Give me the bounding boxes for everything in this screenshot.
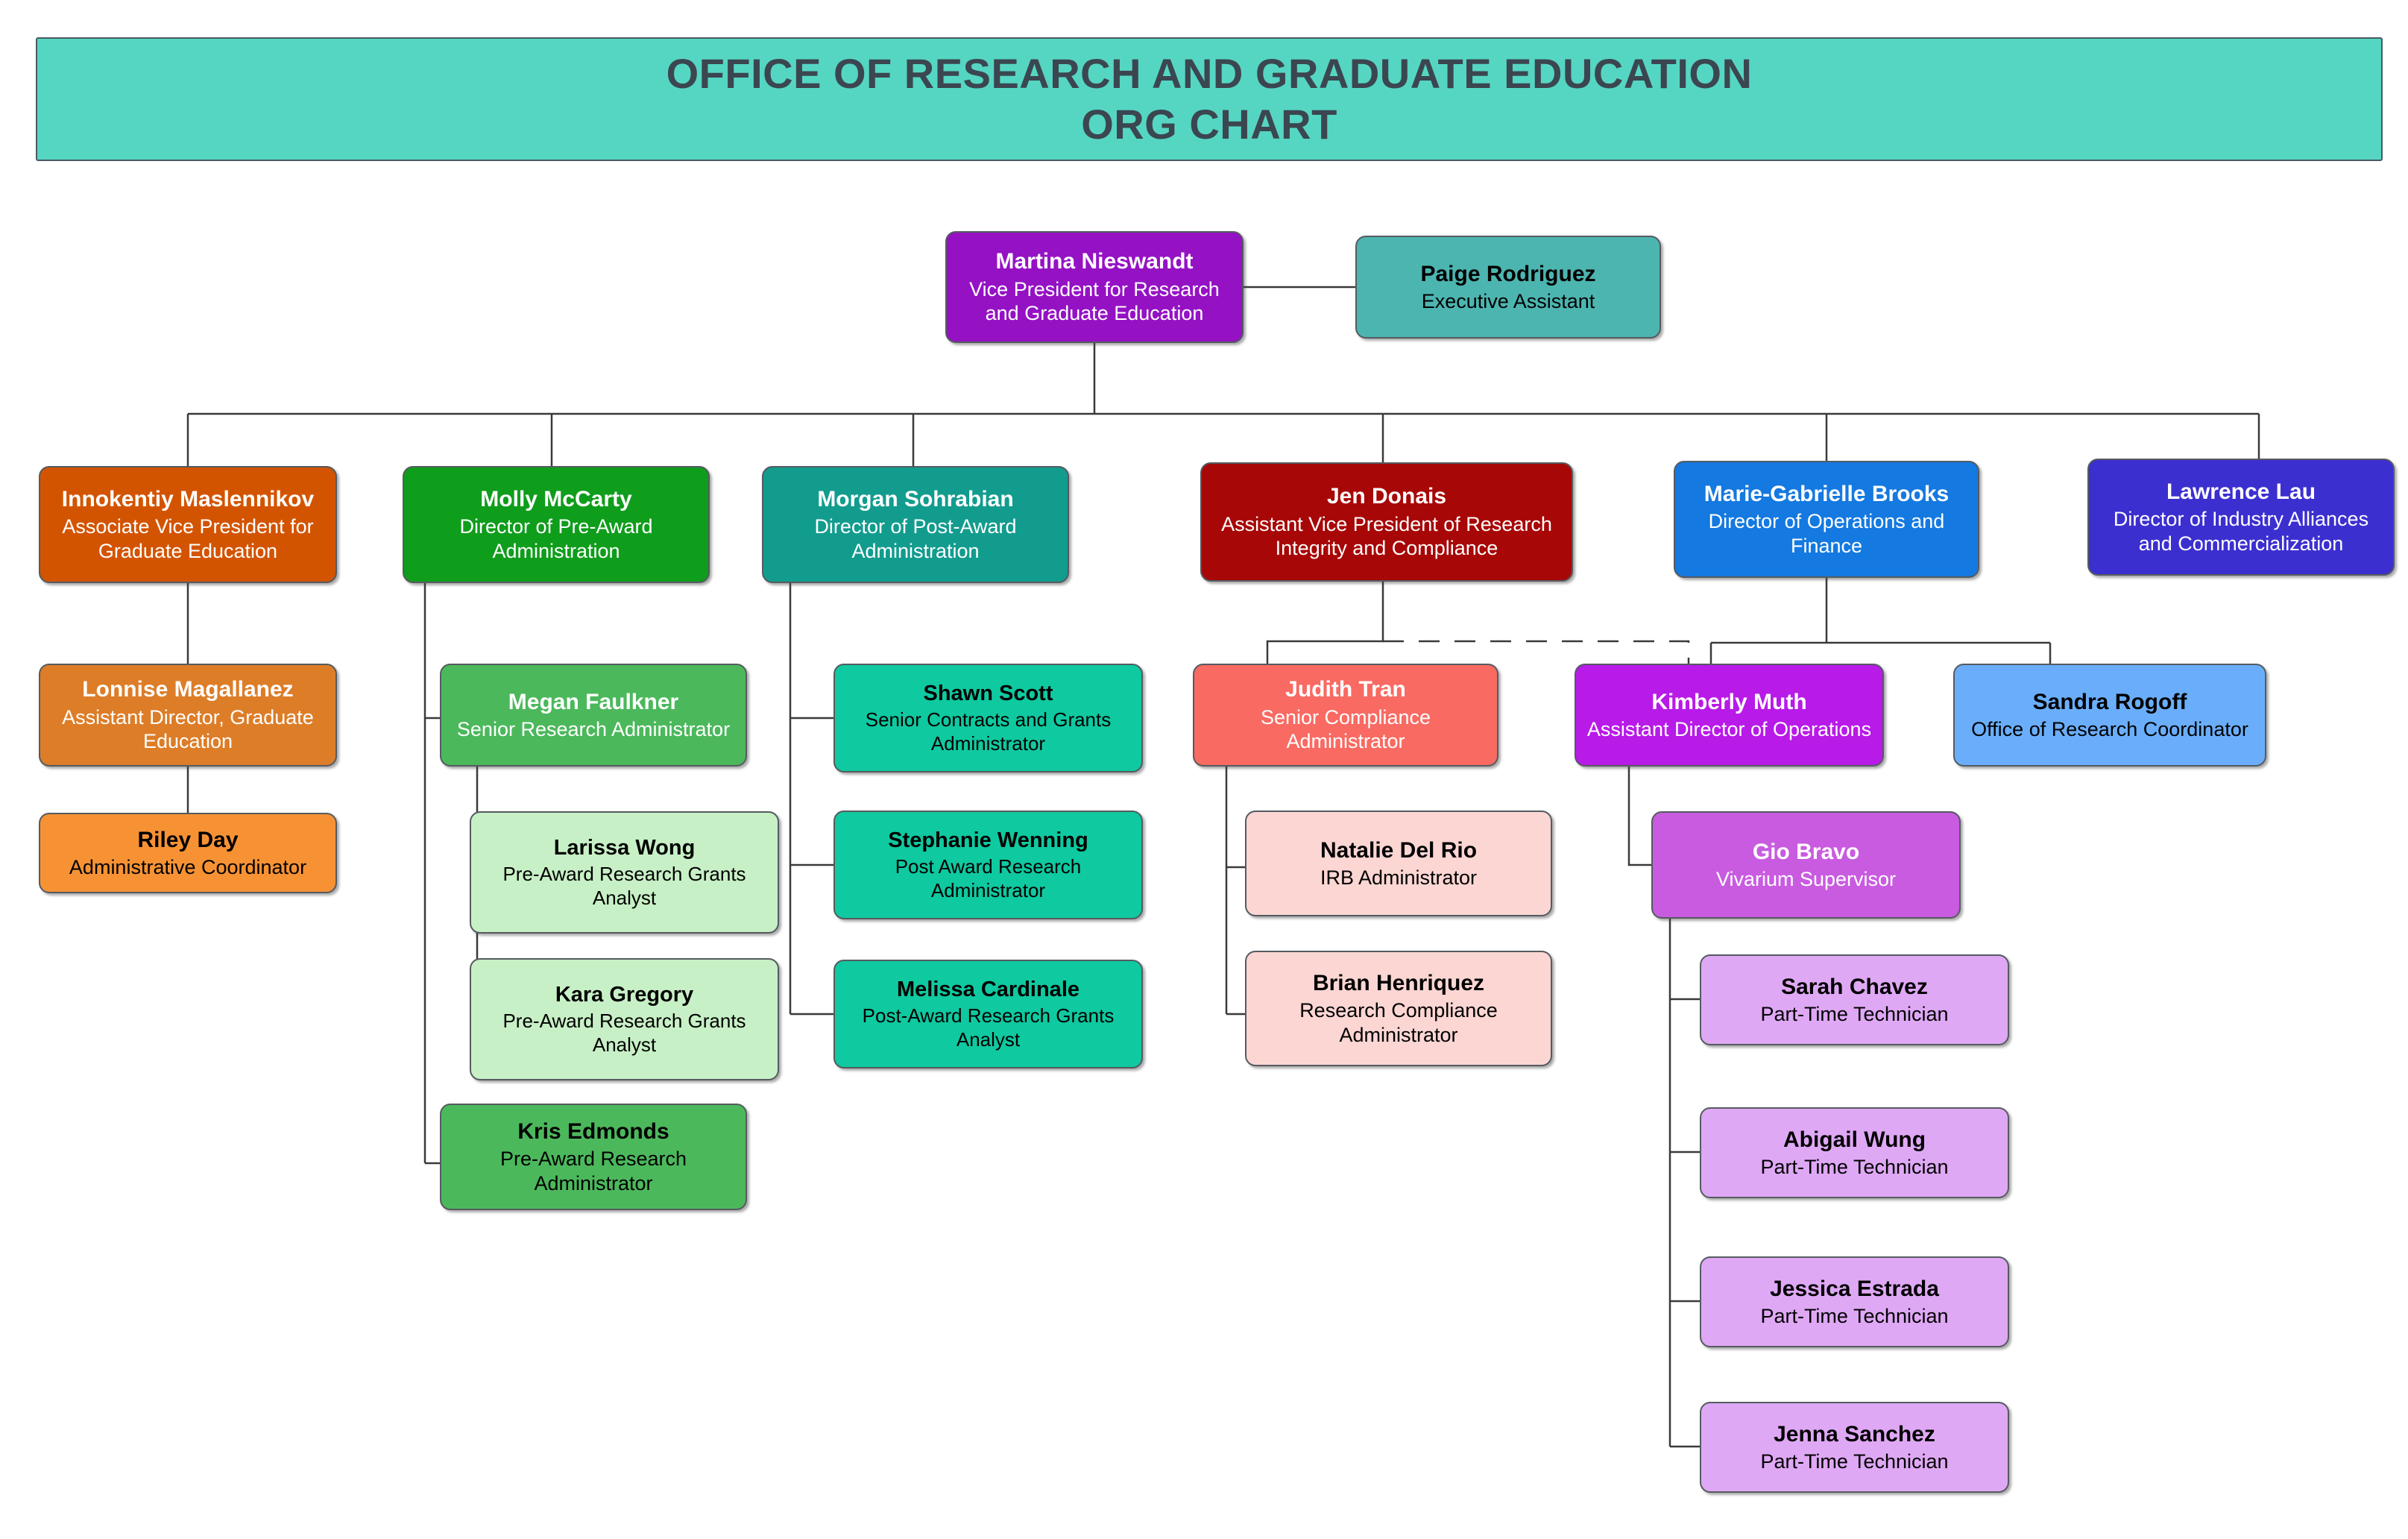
node-paige-rodriguez[interactable]: Paige Rodriguez Executive Assistant <box>1355 236 1661 339</box>
node-title: Part-Time Technician <box>1760 1450 1949 1473</box>
node-melissa-cardinale[interactable]: Melissa Cardinale Post-Award Research Gr… <box>833 960 1143 1069</box>
node-name: Morgan Sohrabian <box>817 486 1014 512</box>
node-lonnise-magallanez[interactable]: Lonnise Magallanez Assistant Director, G… <box>39 664 337 767</box>
node-name: Jessica Estrada <box>1770 1276 1939 1301</box>
node-title: Part-Time Technician <box>1760 1305 1949 1327</box>
node-riley-day[interactable]: Riley Day Administrative Coordinator <box>39 813 337 893</box>
node-name: Gio Bravo <box>1752 839 1860 864</box>
node-name: Molly McCarty <box>480 486 632 512</box>
node-title: Part-Time Technician <box>1760 1156 1949 1178</box>
node-judith-tran[interactable]: Judith Tran Senior Compliance Administra… <box>1193 664 1498 767</box>
node-name: Abigail Wung <box>1783 1127 1926 1152</box>
node-title: Post-Award Research Grants Analyst <box>862 1004 1115 1051</box>
node-title: Research Compliance Administrator <box>1299 999 1498 1046</box>
node-name: Shawn Scott <box>923 682 1053 706</box>
node-gio-bravo[interactable]: Gio Bravo Vivarium Supervisor <box>1651 811 1961 919</box>
node-name: Melissa Cardinale <box>897 978 1079 1002</box>
node-name: Kris Edmonds <box>517 1118 669 1144</box>
node-morgan-sohrabian[interactable]: Morgan Sohrabian Director of Post-Award … <box>762 466 1069 583</box>
node-title: Senior Compliance Administrator <box>1260 705 1431 753</box>
node-title: Vivarium Supervisor <box>1715 868 1897 890</box>
node-jessica-estrada[interactable]: Jessica Estrada Part-Time Technician <box>1700 1256 2009 1347</box>
node-abigail-wung[interactable]: Abigail Wung Part-Time Technician <box>1700 1107 2009 1198</box>
node-name: Jen Donais <box>1326 484 1447 509</box>
node-name: Martina Nieswandt <box>995 249 1194 274</box>
node-title: Administrative Coordinator <box>69 856 307 878</box>
node-brian-henriquez[interactable]: Brian Henriquez Research Compliance Admi… <box>1245 951 1552 1066</box>
node-jen-donais[interactable]: Jen Donais Assistant Vice President of R… <box>1200 462 1573 582</box>
node-name: Larissa Wong <box>553 836 696 860</box>
node-title: Director of Industry Alliances and Comme… <box>2113 508 2369 555</box>
node-name: Lonnise Magallanez <box>82 677 294 702</box>
node-lawrence-lau[interactable]: Lawrence Lau Director of Industry Allian… <box>2087 459 2395 576</box>
node-jenna-sanchez[interactable]: Jenna Sanchez Part-Time Technician <box>1700 1402 2009 1493</box>
node-title: Director of Operations and Finance <box>1708 510 1945 557</box>
node-name: Brian Henriquez <box>1312 970 1485 995</box>
node-innokentiy-maslennikov[interactable]: Innokentiy Maslennikov Associate Vice Pr… <box>39 466 337 583</box>
node-title: Assistant Director of Operations <box>1586 718 1872 740</box>
node-title: Pre-Award Research Grants Analyst <box>502 1010 746 1056</box>
node-title: Post Award Research Administrator <box>895 855 1082 901</box>
node-molly-mccarty[interactable]: Molly McCarty Director of Pre-Award Admi… <box>403 466 710 583</box>
node-title: Director of Pre-Award Administration <box>459 515 653 562</box>
node-title: Pre-Award Research Administrator <box>499 1148 687 1195</box>
node-name: Megan Faulkner <box>508 689 679 714</box>
node-title: Executive Assistant <box>1421 290 1595 312</box>
node-kara-gregory[interactable]: Kara Gregory Pre-Award Research Grants A… <box>470 958 779 1080</box>
node-name: Natalie Del Rio <box>1320 837 1478 863</box>
node-name: Paige Rodriguez <box>1420 261 1596 286</box>
node-title: Office of Research Coordinator <box>1971 718 2248 740</box>
chart-title-line-1: OFFICE OF RESEARCH AND GRADUATE EDUCATIO… <box>666 49 1753 97</box>
node-name: Lawrence Lau <box>2166 479 2316 504</box>
node-title: Director of Post-Award Administration <box>814 515 1017 562</box>
node-name: Kara Gregory <box>555 983 694 1007</box>
node-martina-nieswandt[interactable]: Martina Nieswandt Vice President for Res… <box>945 231 1244 343</box>
node-title: Part-Time Technician <box>1760 1003 1949 1025</box>
node-natalie-del-rio[interactable]: Natalie Del Rio IRB Administrator <box>1245 811 1552 916</box>
node-name: Stephanie Wenning <box>888 828 1088 853</box>
chart-title-line-2: ORG CHART <box>1081 101 1337 148</box>
node-megan-faulkner[interactable]: Megan Faulkner Senior Research Administr… <box>440 664 747 767</box>
node-name: Innokentiy Maslennikov <box>61 486 315 512</box>
node-title: Associate Vice President for Graduate Ed… <box>62 515 314 562</box>
node-name: Kimberly Muth <box>1651 689 1807 714</box>
node-title: Assistant Director, Graduate Education <box>62 705 314 753</box>
node-sandra-rogoff[interactable]: Sandra Rogoff Office of Research Coordin… <box>1953 664 2266 767</box>
node-larissa-wong[interactable]: Larissa Wong Pre-Award Research Grants A… <box>470 811 779 934</box>
node-title: Senior Contracts and Grants Administrato… <box>865 708 1112 755</box>
node-title: Pre-Award Research Grants Analyst <box>502 863 746 909</box>
chart-title-banner: OFFICE OF RESEARCH AND GRADUATE EDUCATIO… <box>36 37 2383 161</box>
node-kris-edmonds[interactable]: Kris Edmonds Pre-Award Research Administ… <box>440 1104 747 1210</box>
node-title: Vice President for Research and Graduate… <box>969 277 1220 325</box>
node-name: Sandra Rogoff <box>2032 689 2187 714</box>
node-title: IRB Administrator <box>1320 866 1478 889</box>
node-title: Assistant Vice President of Research Int… <box>1221 512 1552 560</box>
node-name: Judith Tran <box>1285 677 1406 702</box>
node-sarah-chavez[interactable]: Sarah Chavez Part-Time Technician <box>1700 954 2009 1045</box>
node-marie-gabrielle-brooks[interactable]: Marie-Gabrielle Brooks Director of Opera… <box>1674 461 1979 578</box>
node-name: Riley Day <box>137 827 239 852</box>
node-shawn-scott[interactable]: Shawn Scott Senior Contracts and Grants … <box>833 664 1143 772</box>
node-kimberly-muth[interactable]: Kimberly Muth Assistant Director of Oper… <box>1575 664 1884 767</box>
node-name: Jenna Sanchez <box>1774 1421 1935 1447</box>
node-name: Sarah Chavez <box>1781 974 1928 999</box>
node-title: Senior Research Administrator <box>456 718 731 740</box>
node-name: Marie-Gabrielle Brooks <box>1703 481 1950 506</box>
node-stephanie-wenning[interactable]: Stephanie Wenning Post Award Research Ad… <box>833 811 1143 919</box>
